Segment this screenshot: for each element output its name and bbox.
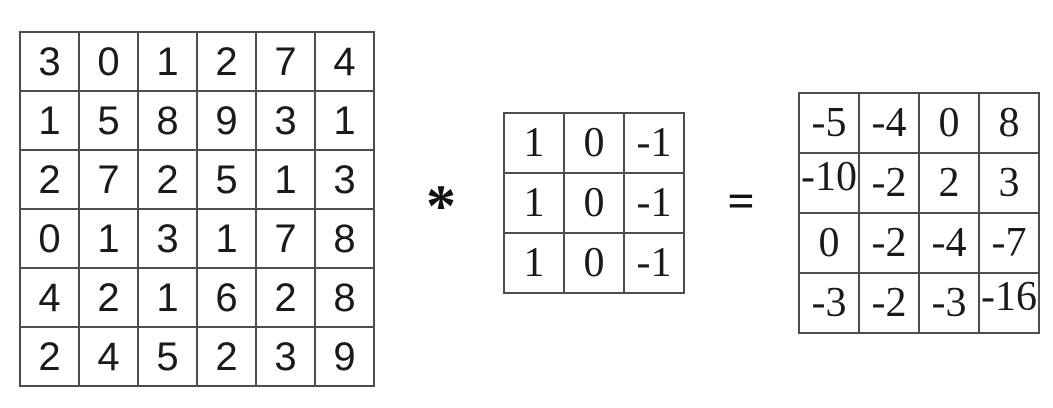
matrix-cell: -2 — [858, 272, 920, 334]
matrix-cell: 0 — [918, 92, 980, 154]
matrix-cell: 4 — [19, 267, 80, 328]
matrix-cell: 2 — [918, 152, 980, 214]
matrix-cell: 1 — [503, 112, 565, 174]
matrix-cell: 0 — [563, 172, 625, 234]
matrix-cell: 1 — [255, 149, 316, 210]
matrix-cell: 2 — [196, 326, 257, 387]
matrix-cell: -5 — [798, 92, 860, 154]
matrix-row: -3-2-3-16 — [798, 272, 1040, 334]
matrix-cell: 7 — [78, 149, 139, 210]
matrix-cell: 3 — [255, 90, 316, 151]
matrix-cell: 5 — [78, 90, 139, 151]
convolution-operator-symbol: * — [426, 173, 456, 239]
matrix-cell: 7 — [255, 208, 316, 269]
matrix-cell: 4 — [314, 31, 375, 92]
matrix-cell: 5 — [137, 326, 198, 387]
matrix-cell: 2 — [255, 267, 316, 328]
matrix-cell: 1 — [137, 267, 198, 328]
matrix-cell: -3 — [798, 272, 860, 334]
matrix-cell: 1 — [19, 90, 80, 151]
matrix-cell: 3 — [137, 208, 198, 269]
matrix-cell: 4 — [78, 326, 139, 387]
matrix-cell: -16 — [978, 272, 1040, 334]
matrix-cell: 9 — [196, 90, 257, 151]
matrix-cell: -2 — [858, 212, 920, 274]
matrix-cell: -2 — [858, 152, 920, 214]
matrix-cell: 1 — [196, 208, 257, 269]
matrix-cell: 8 — [314, 208, 375, 269]
matrix-cell: 7 — [255, 31, 316, 92]
matrix-cell: 2 — [19, 326, 80, 387]
equals-symbol: = — [727, 175, 755, 228]
matrix-cell: -4 — [918, 212, 980, 274]
matrix-cell: 3 — [255, 326, 316, 387]
matrix-cell: 2 — [19, 149, 80, 210]
matrix-cell: -1 — [623, 232, 685, 294]
matrix-cell: 2 — [196, 31, 257, 92]
matrix-cell: -3 — [918, 272, 980, 334]
matrix-cell: 1 — [137, 31, 198, 92]
matrix-cell: -10 — [798, 152, 860, 214]
matrix-cell: 2 — [78, 267, 139, 328]
matrix-cell: 1 — [78, 208, 139, 269]
matrix-cell: 5 — [196, 149, 257, 210]
matrix-cell: 2 — [137, 149, 198, 210]
matrix-cell: 8 — [314, 267, 375, 328]
matrix-cell: 0 — [563, 232, 625, 294]
matrix-cell: 9 — [314, 326, 375, 387]
matrix-cell: -1 — [623, 112, 685, 174]
matrix-cell: 0 — [798, 212, 860, 274]
matrix-cell: 6 — [196, 267, 257, 328]
matrix-cell: 1 — [503, 232, 565, 294]
matrix-cell: 1 — [314, 90, 375, 151]
matrix-cell: -4 — [858, 92, 920, 154]
matrix-cell: 1 — [503, 172, 565, 234]
matrix-cell: 3 — [978, 152, 1040, 214]
matrix-cell: 0 — [19, 208, 80, 269]
matrix-cell: -7 — [978, 212, 1040, 274]
matrix-row: 0-2-4-7 — [798, 212, 1040, 274]
matrix-cell: 3 — [314, 149, 375, 210]
matrix-cell: 8 — [978, 92, 1040, 154]
matrix-cell: -1 — [623, 172, 685, 234]
matrix-cell: 8 — [137, 90, 198, 151]
matrix-cell: 0 — [78, 31, 139, 92]
matrix-cell: 0 — [563, 112, 625, 174]
matrix-cell: 3 — [19, 31, 80, 92]
